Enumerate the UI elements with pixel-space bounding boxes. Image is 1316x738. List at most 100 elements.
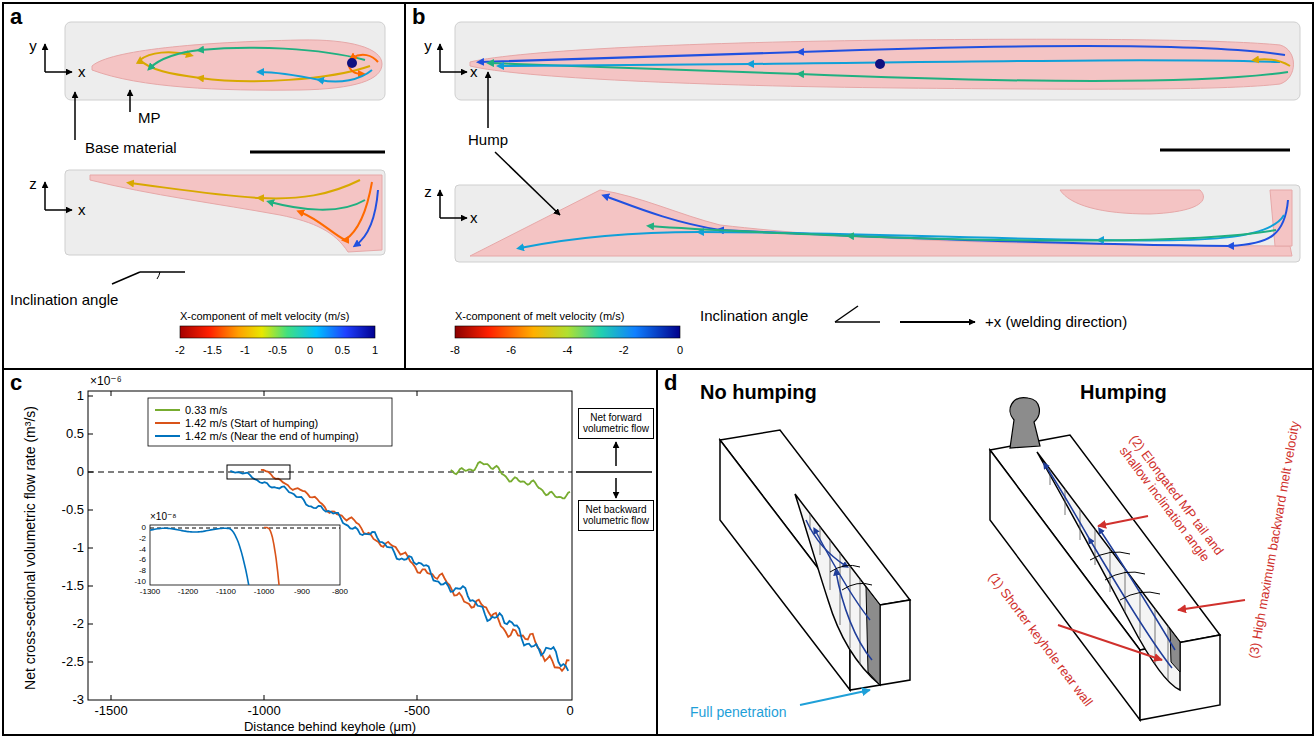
panel-c-chart <box>155 409 180 411</box>
panel-d-schematic <box>1178 600 1245 610</box>
panel-c-chart <box>155 435 180 437</box>
colorbar-tick: -4 <box>563 344 573 357</box>
tick-label: -1.5 <box>62 579 84 594</box>
tick-label: -2 <box>72 617 84 632</box>
panel-c-chart <box>155 422 180 424</box>
tick-label: -2.5 <box>62 655 84 670</box>
colorbar-title: X-component of melt velocity (m/s) <box>455 310 624 323</box>
colorbar-tick: -6 <box>506 344 516 357</box>
tick-label: 0 <box>77 465 84 480</box>
box-text: Net forward volumetric flow <box>582 412 650 435</box>
axis-tick <box>88 510 93 511</box>
tick-label: -1000 <box>247 704 280 719</box>
panel-b-illustration <box>440 22 1300 338</box>
inset-tick-label: -1100 <box>216 587 236 596</box>
panel-a-illustration <box>45 71 72 73</box>
axis-tick <box>88 586 93 587</box>
axis-label: y <box>29 37 37 54</box>
tick-label: -1 <box>72 541 84 556</box>
figure-panel: cNet forward volumetric flowNet backward… <box>2 368 658 736</box>
panel-d-schematic <box>860 579 861 665</box>
panel-d-schematic <box>1010 398 1040 448</box>
colorbar-tick: -2 <box>175 344 185 357</box>
panel-b-illustration <box>1060 190 1203 214</box>
panel-b-illustration <box>1255 59 1290 66</box>
inset-tick-label: -4 <box>139 545 146 554</box>
inset-tick-label: -1300 <box>140 587 160 596</box>
panel-d-schematic <box>795 494 880 685</box>
panel-a-illustration <box>129 90 131 112</box>
inset-tick-label: -1200 <box>178 587 198 596</box>
panel-c-chart <box>615 478 617 498</box>
tick-label: -500 <box>404 704 430 719</box>
flow-direction-box: Net backward volumetric flow <box>578 500 654 531</box>
axis-tick <box>417 695 418 700</box>
panel-b-illustration <box>439 44 441 72</box>
panel-a-illustration <box>157 272 160 279</box>
panel-heading: Humping <box>1080 381 1167 404</box>
panel-d-schematic <box>1120 592 1160 600</box>
panel-b-illustration <box>455 22 1300 100</box>
panel-d-schematic <box>800 690 870 705</box>
callout-label: (3) High maximum backward melt velocity <box>1247 420 1303 660</box>
tick-label: 0.5 <box>66 427 84 442</box>
panel-d-schematic <box>1098 516 1148 526</box>
axis-tick <box>88 391 417 700</box>
flow-direction-box: Net forward volumetric flow <box>578 408 654 439</box>
panel-letter: b <box>412 5 425 29</box>
axis-multiplier: ×10⁻⁶ <box>90 375 122 389</box>
panel-d-schematic <box>1105 572 1145 580</box>
inset-curve <box>150 528 283 586</box>
inset-tick-label: 0 <box>142 523 146 532</box>
legend-label: 0.33 m/s <box>185 404 227 417</box>
axis-label: x <box>78 63 86 80</box>
panel-d-schematic <box>1125 569 1126 612</box>
panel-d-schematic <box>720 398 1245 720</box>
panel-c-chart <box>148 398 392 446</box>
colorbar-tick: 1 <box>372 344 378 357</box>
colorbar-tick: 0.5 <box>335 344 350 357</box>
panel-a-illustration <box>140 52 370 81</box>
panel-letter: d <box>664 371 677 395</box>
axis-tick <box>264 391 265 396</box>
tick-label: 1 <box>77 389 84 404</box>
inset-tick-label: -800 <box>332 587 348 596</box>
panel-b-illustration <box>470 190 1292 256</box>
axis-tick <box>111 695 112 700</box>
panel-d-schematic <box>1140 589 1141 638</box>
panel-a-illustration <box>92 40 382 90</box>
axis-title: Distance behind keyhole (μm) <box>244 720 416 735</box>
panel-d-schematic <box>1170 629 1180 672</box>
colorbar-tick: -2 <box>619 344 629 357</box>
box-text: Net backward volumetric flow <box>582 504 650 527</box>
panel-c-chart <box>88 391 652 700</box>
axis-tick <box>264 695 265 700</box>
inset-tick-label: -1000 <box>254 587 274 596</box>
axis-tick <box>88 662 93 663</box>
panel-b-illustration <box>835 321 880 323</box>
angle-label: Inclination angle <box>10 291 118 308</box>
direction-label: +x (welding direction) <box>985 313 1127 330</box>
panel-a-illustration <box>270 200 365 210</box>
panel-a-illustration <box>260 70 372 82</box>
panel-b-illustration <box>605 196 1288 246</box>
region-label: Hump <box>468 131 508 148</box>
colorbar-tick: 0 <box>677 344 683 357</box>
colorbar-tick: -8 <box>450 344 460 357</box>
panel-d-schematic <box>815 530 870 620</box>
panel-b-illustration <box>500 60 1280 66</box>
colorbar-title: X-component of melt velocity (m/s) <box>180 310 349 323</box>
panel-b-illustration <box>455 326 680 338</box>
axis-label: x <box>78 201 86 218</box>
panel-a-illustration <box>250 151 385 154</box>
panel-b-illustration <box>1160 149 1290 152</box>
panel-b-illustration <box>455 185 1300 262</box>
data-curve <box>451 462 570 498</box>
tick-label: -0.5 <box>62 503 84 518</box>
panel-c-chart <box>88 391 572 700</box>
colorbar-tick: 0 <box>307 344 313 357</box>
panel-d-schematic <box>1065 489 1066 515</box>
panel-a-illustration <box>356 190 378 245</box>
panel-d-schematic <box>850 566 851 648</box>
